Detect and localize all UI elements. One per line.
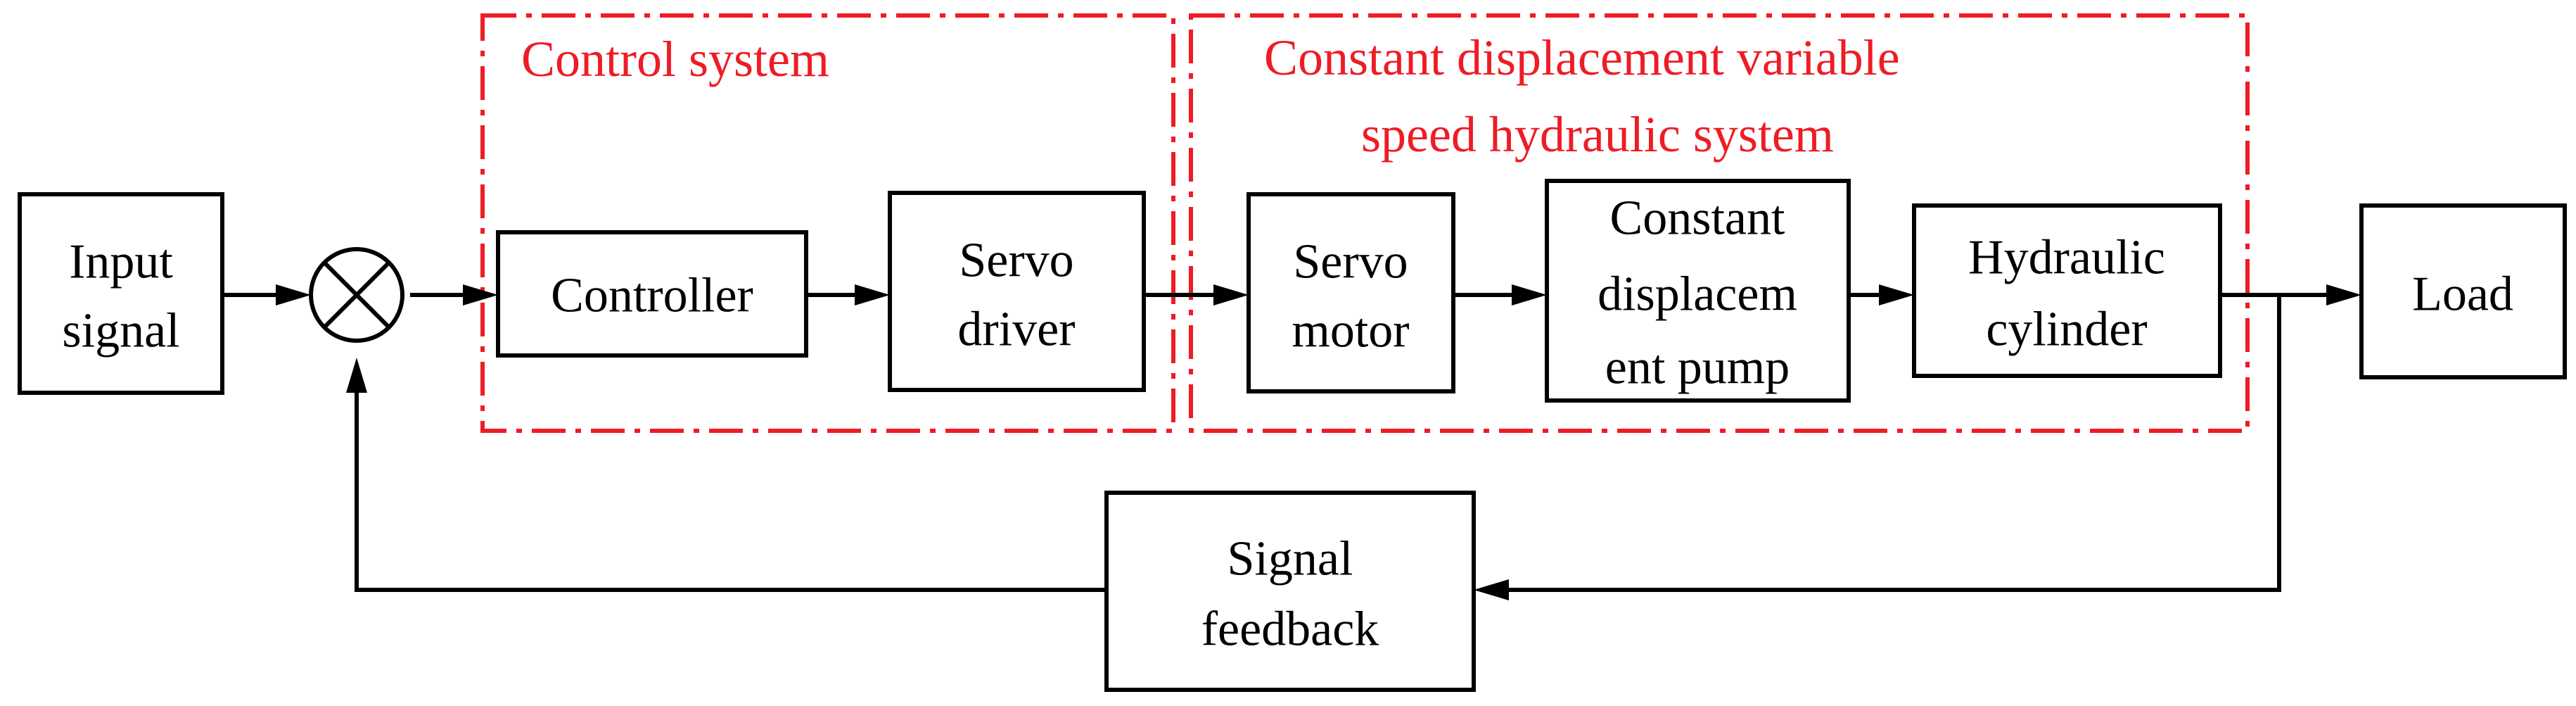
svg-text:Signal: Signal bbox=[1228, 532, 1353, 586]
arrow-into-feedback bbox=[1474, 579, 1509, 600]
control-system-label: Control system bbox=[521, 31, 829, 87]
svg-text:signal: signal bbox=[62, 304, 179, 358]
load-block: Load bbox=[2359, 203, 2567, 379]
servo-driver-block: Servo driver bbox=[888, 191, 1146, 392]
input-signal-block: Input signal bbox=[18, 192, 224, 395]
svg-text:cylinder: cylinder bbox=[1986, 303, 2147, 357]
arrow-input-to-sum bbox=[276, 284, 311, 305]
arrow-cylinder-to-load bbox=[2326, 284, 2361, 305]
svg-text:Servo: Servo bbox=[959, 234, 1073, 288]
svg-text:Constant: Constant bbox=[1610, 191, 1785, 246]
wire-load-to-feedback bbox=[1509, 295, 2281, 592]
controller-block: Controller bbox=[496, 230, 808, 358]
arrow-pump-to-cylinder bbox=[1879, 284, 1914, 305]
svg-text:displacem: displacem bbox=[1598, 267, 1797, 322]
svg-text:Input: Input bbox=[69, 235, 173, 289]
signal-feedback-block: Signal feedback bbox=[1104, 491, 1476, 692]
hydraulic-system-label-line1: Constant displacement variable bbox=[1264, 30, 1900, 86]
hydraulic-system-frame bbox=[1189, 13, 2250, 433]
svg-text:ent pump: ent pump bbox=[1605, 341, 1790, 395]
arrow-controller-to-driver bbox=[855, 284, 890, 305]
svg-text:driver: driver bbox=[957, 303, 1075, 357]
svg-text:Load: Load bbox=[2412, 267, 2513, 322]
hydraulic-system-label-line2: speed hydraulic system bbox=[1361, 106, 1834, 163]
svg-text:feedback: feedback bbox=[1201, 603, 1379, 657]
hydraulic-cylinder-block: Hydraulic cylinder bbox=[1912, 203, 2222, 378]
control-system-frame bbox=[480, 13, 1175, 433]
arrow-motor-to-pump bbox=[1512, 284, 1547, 305]
svg-text:Servo: Servo bbox=[1293, 235, 1408, 289]
svg-text:Controller: Controller bbox=[551, 269, 753, 323]
servo-motor-block: Servo motor bbox=[1246, 192, 1455, 393]
arrow-driver-to-motor bbox=[1213, 284, 1249, 305]
svg-text:Hydraulic: Hydraulic bbox=[1968, 231, 2165, 285]
summing-junction-cross-icon bbox=[309, 247, 404, 343]
arrow-sum-to-controller bbox=[463, 284, 498, 305]
svg-text:motor: motor bbox=[1292, 304, 1409, 358]
constant-displacement-pump-block: Constant displacem ent pump bbox=[1545, 179, 1851, 403]
wire-feedback-to-sum bbox=[355, 393, 1107, 592]
arrow-feedback-to-sum bbox=[346, 358, 367, 393]
